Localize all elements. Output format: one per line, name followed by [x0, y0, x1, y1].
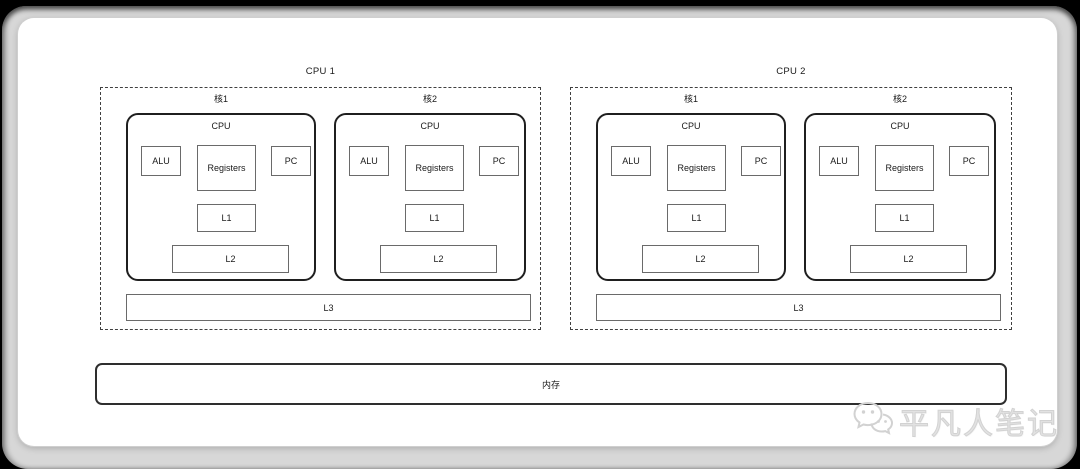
watermark: 平凡人笔记 — [852, 399, 1059, 443]
cpu2-core2-box: CPU ALU Registers PC L1 L2 — [804, 113, 996, 281]
l1-cache-box: L1 — [405, 204, 464, 232]
core-cpu-label: CPU — [890, 121, 910, 131]
registers-box: Registers — [405, 145, 464, 191]
cpu1-core2-box: CPU ALU Registers PC L1 L2 — [334, 113, 526, 281]
cpu2-core1-box: CPU ALU Registers PC L1 L2 — [596, 113, 786, 281]
l2-cache-box: L2 — [850, 245, 967, 273]
watermark-text: 平凡人笔记 — [899, 408, 1059, 442]
wechat-icon — [852, 400, 894, 443]
memory-box: 内存 — [95, 363, 1007, 405]
registers-box: Registers — [667, 145, 726, 191]
l1-cache-box: L1 — [667, 204, 726, 232]
cpu1-core2-name: 核2 — [422, 94, 437, 104]
core-cpu-label: CPU — [211, 121, 231, 131]
cpu1-core1-box: CPU ALU Registers PC L1 L2 — [126, 113, 316, 281]
cpu2-l3-cache-box: L3 — [596, 294, 1001, 321]
l2-cache-box: L2 — [380, 245, 497, 273]
l1-cache-box: L1 — [875, 204, 934, 232]
cpu2-core1-name: 核1 — [683, 94, 698, 104]
cpu2-group-box: 核1 核2 CPU ALU Registers PC L1 L2 CPU ALU… — [570, 87, 1012, 330]
l2-cache-box: L2 — [642, 245, 759, 273]
core-cpu-label: CPU — [681, 121, 701, 131]
l2-cache-box: L2 — [172, 245, 289, 273]
cpu1-group-box: 核1 核2 CPU ALU Registers PC L1 L2 CPU ALU… — [100, 87, 541, 330]
cpu2-core2-name: 核2 — [892, 94, 907, 104]
alu-box: ALU — [819, 146, 859, 176]
pc-box: PC — [271, 146, 311, 176]
l1-cache-box: L1 — [197, 204, 256, 232]
cpu1-l3-cache-box: L3 — [126, 294, 531, 321]
alu-box: ALU — [141, 146, 181, 176]
cpu2-title: CPU 2 — [776, 66, 806, 77]
pc-box: PC — [741, 146, 781, 176]
pc-box: PC — [949, 146, 989, 176]
pc-box: PC — [479, 146, 519, 176]
registers-box: Registers — [197, 145, 256, 191]
registers-box: Registers — [875, 145, 934, 191]
cpu1-title: CPU 1 — [305, 66, 336, 77]
cpu1-core1-name: 核1 — [213, 94, 228, 104]
alu-box: ALU — [349, 146, 389, 176]
core-cpu-label: CPU — [420, 121, 440, 131]
alu-box: ALU — [611, 146, 651, 176]
